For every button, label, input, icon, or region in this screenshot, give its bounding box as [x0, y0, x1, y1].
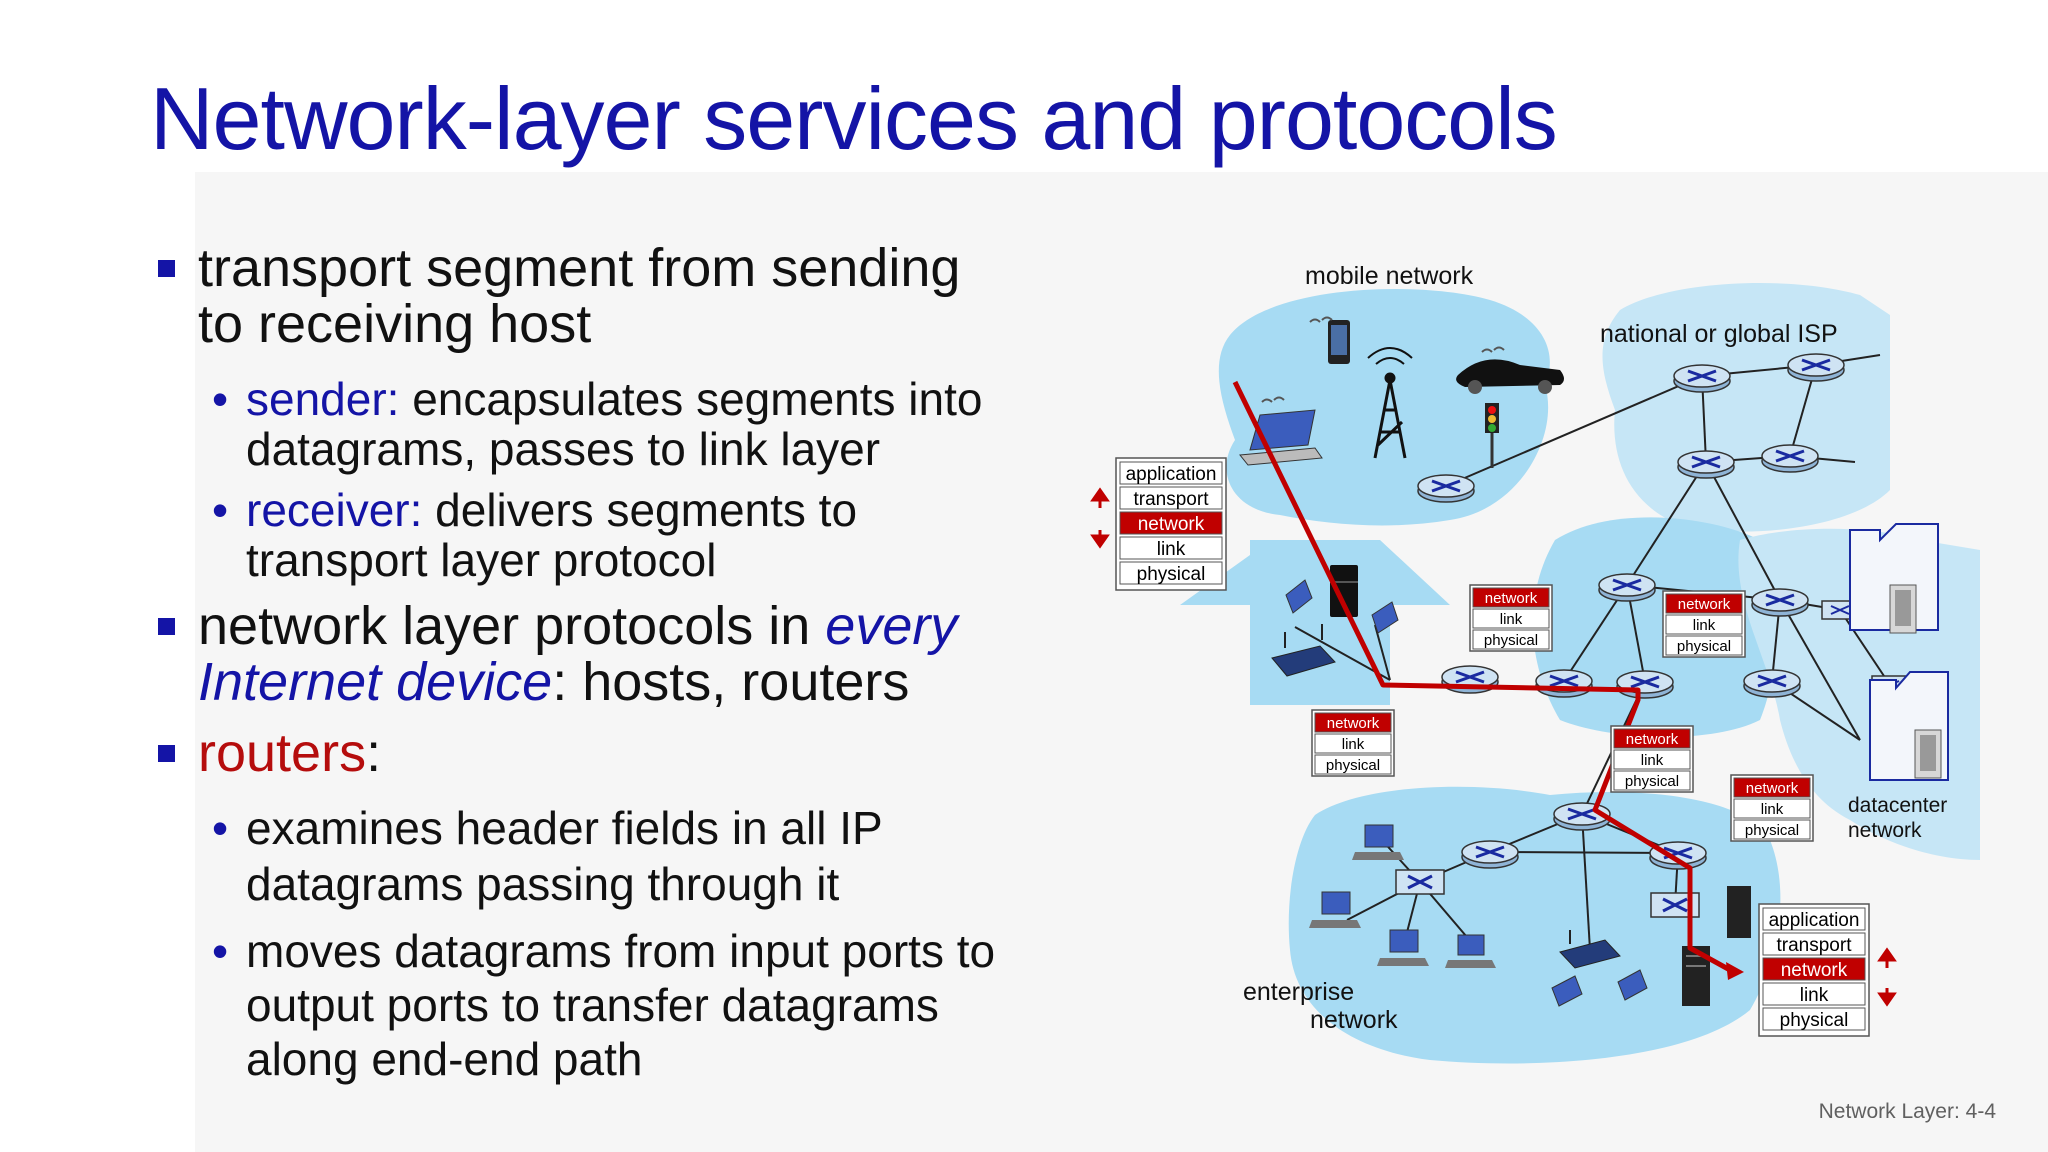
mobile-network-label: mobile network — [1305, 262, 1474, 290]
svg-text:link: link — [1157, 539, 1186, 560]
router-icon — [1673, 364, 1731, 393]
svg-text:link: link — [1800, 985, 1829, 1006]
router-icon — [1743, 669, 1801, 698]
router-icon — [1461, 840, 1519, 869]
laptop-icon — [1551, 975, 1583, 1007]
round-bullet-icon: • — [212, 925, 229, 977]
svg-text:network: network — [1781, 960, 1848, 981]
svg-text:transport: transport — [1777, 935, 1853, 956]
svg-text:link: link — [1693, 617, 1716, 634]
svg-text:application: application — [1126, 464, 1217, 485]
svg-text:network: network — [1485, 590, 1538, 607]
svg-text:application: application — [1769, 910, 1860, 931]
wifi-router-icon — [1271, 624, 1336, 677]
bullet-receiver: • receiver: delivers segments to transpo… — [212, 484, 858, 586]
router-icon — [1761, 444, 1819, 473]
svg-text:network: network — [1678, 596, 1731, 613]
svg-text:physical: physical — [1484, 632, 1538, 649]
router-protocol-stack: network link physical — [1662, 590, 1746, 658]
server-rack-icon — [1889, 584, 1917, 634]
cell-tower-icon — [1367, 347, 1413, 459]
square-bullet-icon — [158, 260, 175, 277]
sender-protocol-stack: application transport network link physi… — [1115, 457, 1227, 591]
isp-cloud — [1602, 283, 1890, 532]
server-rack-icon — [1914, 729, 1942, 779]
svg-text:network: network — [1746, 780, 1799, 797]
bullet-network-layer-protocols: network layer protocols in every Interne… — [150, 598, 1098, 710]
router-protocol-stack: network link physical — [1311, 709, 1395, 777]
svg-text:network: network — [1327, 715, 1380, 732]
bullet-examines-header: • examines header fields in all IP datag… — [212, 802, 883, 910]
router-protocol-stack: network link physical — [1730, 774, 1814, 842]
desktop-computer-icon — [1352, 824, 1404, 860]
svg-text:link: link — [1641, 752, 1664, 769]
slide-footer: Network Layer: 4-4 — [1818, 1100, 1996, 1123]
enterprise-label-1: enterprise — [1243, 978, 1354, 1006]
smartphone-icon — [1328, 320, 1350, 364]
bullet-moves-datagrams: • moves datagrams from input ports to ou… — [212, 925, 996, 1085]
router-icon — [1598, 573, 1656, 602]
svg-text:network: network — [1138, 514, 1205, 535]
diagram-labels: mobile network national or global ISP da… — [1243, 262, 1947, 1034]
svg-text:link: link — [1342, 736, 1365, 753]
svg-text:physical: physical — [1780, 1010, 1849, 1031]
svg-text:physical: physical — [1137, 564, 1206, 585]
laptop-icon — [1239, 409, 1323, 466]
svg-text:physical: physical — [1677, 638, 1731, 655]
square-bullet-icon — [158, 745, 175, 762]
svg-text:network: network — [1626, 731, 1679, 748]
isp-label: national or global ISP — [1600, 320, 1838, 348]
round-bullet-icon: • — [212, 373, 229, 425]
router-icon — [1677, 450, 1735, 479]
server-icon — [1682, 886, 1751, 1006]
laptop-icon — [1371, 601, 1399, 634]
bullet-routers: routers: — [150, 725, 1098, 781]
router-protocol-stack: network link physical — [1469, 584, 1553, 652]
desktop-computer-icon — [1377, 929, 1429, 966]
square-bullet-icon — [158, 618, 175, 635]
svg-text:physical: physical — [1326, 757, 1380, 774]
laptop-icon — [1617, 969, 1648, 1001]
bullet-transport-segment: transport segment from sending to receiv… — [150, 240, 1098, 352]
home-network-house — [1180, 540, 1450, 705]
svg-text:link: link — [1761, 801, 1784, 818]
network-diagram: application transport network link physi… — [1090, 262, 1980, 1064]
svg-text:transport: transport — [1134, 489, 1210, 510]
wireless-signal-icon — [1261, 316, 1505, 403]
switch-icon — [1395, 869, 1445, 895]
round-bullet-icon: • — [212, 802, 229, 854]
slide-title: Network-layer services and protocols — [150, 69, 1558, 168]
datacenter-label-2: network — [1848, 819, 1922, 842]
router-icon — [1751, 588, 1809, 617]
up-down-arrow-icon — [1090, 487, 1110, 549]
svg-text:physical: physical — [1625, 773, 1679, 790]
datacenter-label-1: datacenter — [1848, 794, 1947, 817]
router-icon — [1616, 670, 1674, 699]
traffic-light-icon — [1485, 403, 1499, 468]
wifi-router-icon — [1559, 930, 1621, 969]
svg-text:link: link — [1500, 611, 1523, 628]
router-icon — [1535, 669, 1593, 698]
access-cloud — [1532, 517, 1779, 737]
svg-text:physical: physical — [1745, 822, 1799, 839]
up-down-arrow-icon — [1877, 947, 1897, 1007]
car-icon — [1456, 359, 1564, 394]
enterprise-label-2: network — [1310, 1006, 1398, 1034]
bullet-sender: • sender: encapsulates segments into dat… — [212, 373, 983, 475]
desktop-computer-icon — [1309, 891, 1361, 928]
desktop-computer-icon — [1445, 934, 1496, 968]
receiver-protocol-stack: application transport network link physi… — [1758, 903, 1870, 1037]
laptop-icon — [1285, 579, 1313, 614]
round-bullet-icon: • — [212, 484, 229, 536]
router-icon — [1787, 353, 1845, 382]
router-icon — [1417, 474, 1475, 503]
path-arrowhead-icon — [1726, 962, 1744, 980]
router-protocol-stack: network link physical — [1610, 725, 1694, 793]
